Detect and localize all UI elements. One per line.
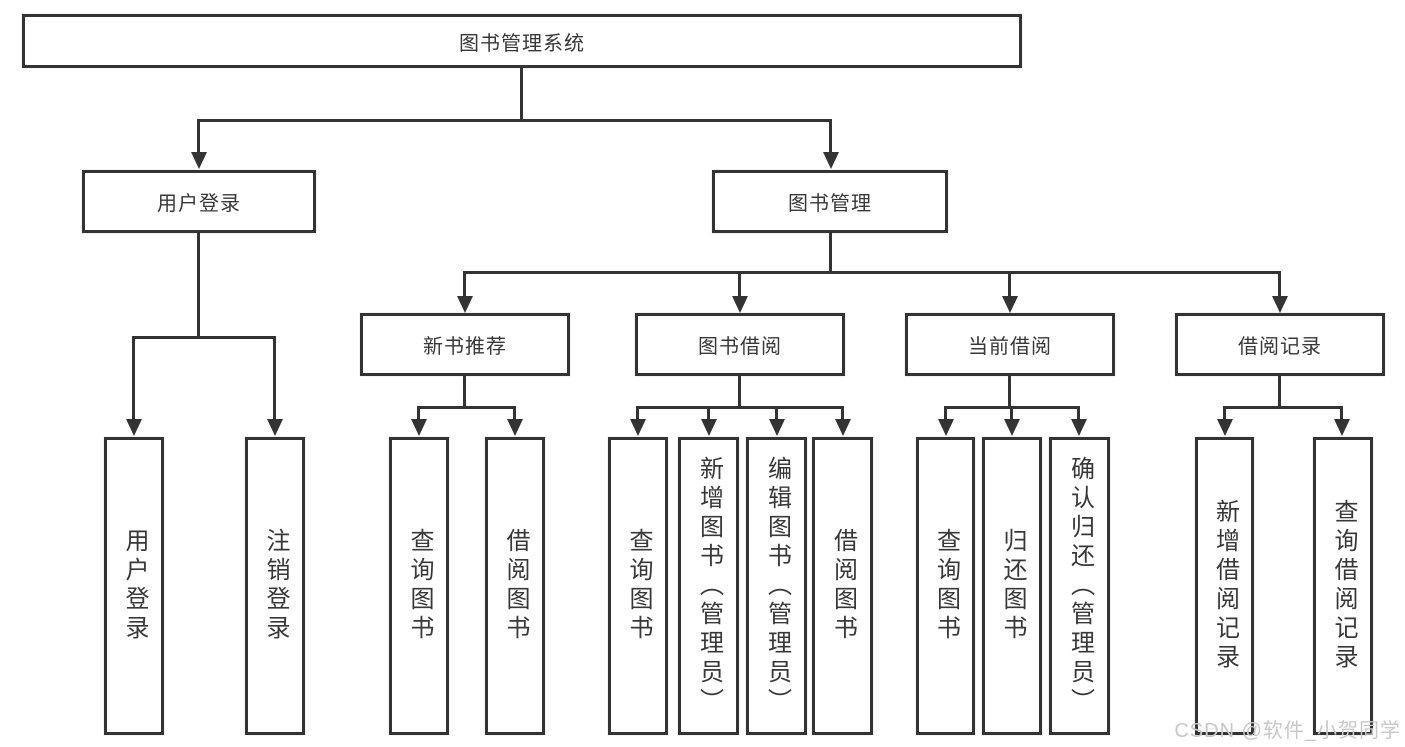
line xyxy=(463,376,466,409)
leaf-user-login: 用户登录 xyxy=(104,437,164,735)
node-current-borrow: 当前借阅 xyxy=(905,313,1115,376)
line xyxy=(513,406,516,420)
leaf-borrow-book: 借阅图书 xyxy=(812,437,873,735)
arrowhead-icon xyxy=(732,296,748,313)
line xyxy=(1340,406,1343,420)
line xyxy=(463,271,466,299)
leaf-query-borrow-record: 查询借阅记录 xyxy=(1313,437,1373,735)
line xyxy=(132,336,276,339)
arrowhead-icon xyxy=(267,419,283,436)
leaf-current-query-book: 查询图书 xyxy=(916,437,975,735)
node-new-book-recommend: 新书推荐 xyxy=(360,313,570,376)
node-user-login: 用户登录 xyxy=(82,170,316,233)
line xyxy=(1077,406,1080,420)
line xyxy=(197,119,200,154)
line xyxy=(1008,376,1011,409)
line xyxy=(841,406,844,420)
line xyxy=(273,336,276,421)
line xyxy=(829,119,832,154)
line xyxy=(1223,406,1226,420)
line xyxy=(1278,376,1281,409)
node-book-borrow: 图书借阅 xyxy=(635,313,845,376)
leaf-borrow-query-book: 查询图书 xyxy=(608,437,668,735)
line xyxy=(417,406,420,420)
arrowhead-icon xyxy=(701,419,717,436)
arrowhead-icon xyxy=(1002,296,1018,313)
arrowhead-icon xyxy=(457,296,473,313)
line xyxy=(738,271,741,299)
csdn-watermark: CSDN @软件_小贺同学 xyxy=(1174,720,1401,742)
line xyxy=(636,406,639,420)
leaf-edit-book-admin: 编辑图书（管理员） xyxy=(746,437,807,735)
leaf-logout: 注销登录 xyxy=(245,437,305,735)
leaf-confirm-return-admin: 确认归还（管理员） xyxy=(1049,437,1110,735)
arrowhead-icon xyxy=(835,419,851,436)
node-book-management: 图书管理 xyxy=(712,170,948,233)
arrowhead-icon xyxy=(1272,296,1288,313)
arrowhead-icon xyxy=(938,419,954,436)
leaf-recommend-borrow-book: 借阅图书 xyxy=(485,437,545,735)
line xyxy=(132,336,135,421)
arrowhead-icon xyxy=(1071,419,1087,436)
line xyxy=(636,406,843,409)
leaf-add-borrow-record: 新增借阅记录 xyxy=(1195,437,1254,735)
arrowhead-icon xyxy=(1004,419,1020,436)
arrowhead-icon xyxy=(1334,419,1350,436)
line xyxy=(463,271,1281,274)
arrowhead-icon xyxy=(191,152,207,169)
leaf-recommend-query-book: 查询图书 xyxy=(389,437,449,735)
line xyxy=(1008,271,1011,299)
line xyxy=(829,233,832,274)
arrowhead-icon xyxy=(507,419,523,436)
line xyxy=(197,233,200,339)
line xyxy=(197,119,832,122)
line xyxy=(1010,406,1013,420)
arrowhead-icon xyxy=(630,419,646,436)
arrowhead-icon xyxy=(823,152,839,169)
line xyxy=(738,376,741,409)
arrowhead-icon xyxy=(126,419,142,436)
line xyxy=(707,406,710,420)
line xyxy=(944,406,947,420)
node-borrow-records: 借阅记录 xyxy=(1175,313,1385,376)
node-root: 图书管理系统 xyxy=(22,14,1022,68)
line xyxy=(417,406,516,409)
arrowhead-icon xyxy=(411,419,427,436)
line xyxy=(520,66,523,122)
leaf-return-book: 归还图书 xyxy=(982,437,1042,735)
line xyxy=(1223,406,1343,409)
line xyxy=(1278,271,1281,299)
arrowhead-icon xyxy=(1217,419,1233,436)
line xyxy=(775,406,778,420)
arrowhead-icon xyxy=(769,419,785,436)
leaf-add-book-admin: 新增图书（管理员） xyxy=(678,437,739,735)
